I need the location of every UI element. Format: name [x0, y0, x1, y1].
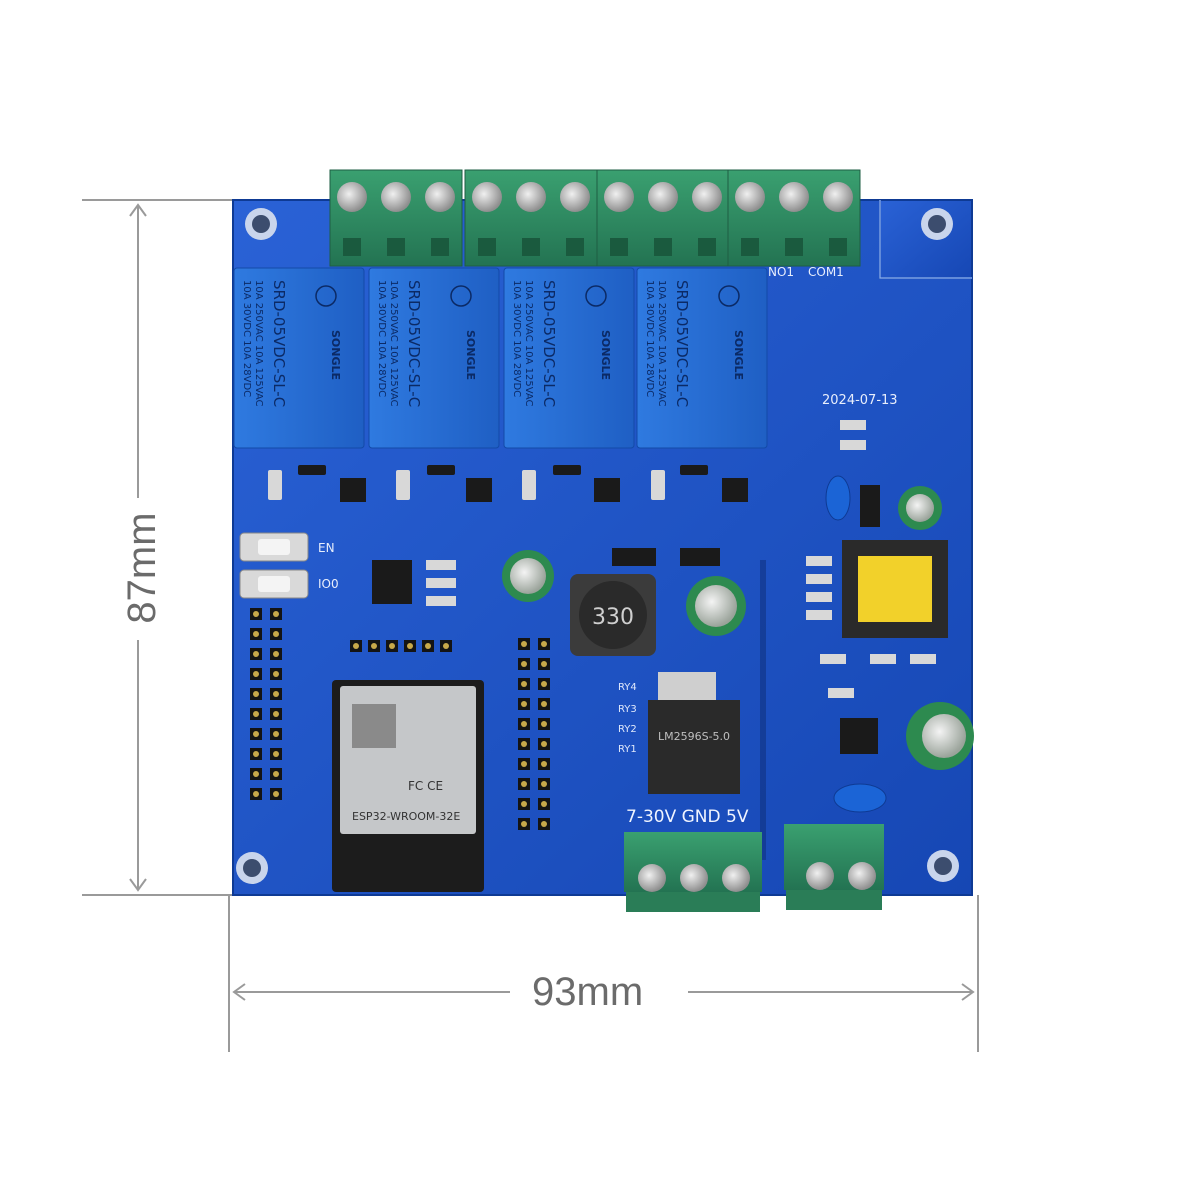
mounting-holes	[236, 208, 959, 884]
pin-label-ry3: RY3	[618, 704, 637, 715]
pin-label-ry2: RY2	[618, 724, 637, 735]
date-code: 2024-07-13	[822, 393, 898, 408]
relay-model: SRD-05VDC-SL-C	[673, 280, 691, 407]
fcc-mark: FC CE	[408, 779, 443, 793]
screw-terminal	[425, 182, 455, 212]
io0-label: IO0	[318, 577, 339, 591]
screw-terminal	[337, 182, 367, 212]
relay-brand: SONGLE	[732, 330, 745, 380]
screw-terminal	[604, 182, 634, 212]
power-inductor: 330	[570, 574, 656, 656]
power-terminal-blocks	[624, 824, 884, 912]
pin-label-ry1: RY1	[618, 744, 637, 755]
pin-headers	[250, 608, 550, 830]
terminal-label-com1: COM1	[808, 265, 844, 279]
screw-terminal	[779, 182, 809, 212]
relay-brand: SONGLE	[329, 330, 342, 380]
flyback-transformer	[842, 540, 948, 638]
inductor-code: 330	[592, 605, 634, 630]
relay-rating: 10A 30VDC 10A 28VDC	[644, 280, 655, 397]
relay-model: SRD-05VDC-SL-C	[405, 280, 423, 407]
relay-rating: 10A 250VAC 10A 125VAC	[253, 280, 264, 407]
width-dimension-label: 93mm	[520, 972, 656, 1012]
relay-brand: SONGLE	[599, 330, 612, 380]
terminal-block-4	[727, 169, 861, 267]
y-capacitor-2	[833, 783, 887, 813]
module-label: ESP32-WROOM-32E	[352, 810, 460, 823]
smd-components	[268, 465, 748, 502]
relay-model: SRD-05VDC-SL-C	[540, 280, 558, 407]
esp32-module: FC CE ESP32-WROOM-32E	[332, 680, 484, 892]
screw-terminal	[823, 182, 853, 212]
relay-model: SRD-05VDC-SL-C	[270, 280, 288, 407]
relay-terminal-blocks	[329, 169, 861, 267]
relay-rating: 10A 30VDC 10A 28VDC	[241, 280, 252, 397]
screw-terminal	[516, 182, 546, 212]
height-dimension-label: 87mm	[120, 498, 164, 638]
relay-rating: 10A 30VDC 10A 28VDC	[511, 280, 522, 397]
screw-terminal	[648, 182, 678, 212]
pin-label-ry4: RY4	[618, 682, 637, 693]
screw-terminal	[381, 182, 411, 212]
dimension-lines	[82, 199, 979, 1052]
push-buttons: EN IO0	[239, 532, 339, 599]
screw-terminal	[560, 182, 590, 212]
terminal-block-2	[464, 169, 598, 267]
diode-d8	[612, 548, 656, 566]
relay-rating: 10A 250VAC 10A 125VAC	[388, 280, 399, 407]
relay-rating: 10A 30VDC 10A 28VDC	[376, 280, 387, 397]
relay-brand: SONGLE	[464, 330, 477, 380]
screw-terminal	[692, 182, 722, 212]
power-label: 7-30V GND 5V	[626, 807, 749, 827]
terminal-block-3	[596, 169, 730, 267]
terminal-label-no1: NO1	[768, 265, 794, 279]
en-label: EN	[318, 541, 335, 555]
terminal-block-1	[329, 169, 463, 267]
relay-rating: 10A 250VAC 10A 125VAC	[656, 280, 667, 407]
electrolytic-capacitors	[502, 486, 974, 770]
regulator-code: LM2596S-5.0	[658, 730, 730, 743]
screw-terminal	[735, 182, 765, 212]
screw-terminal	[472, 182, 502, 212]
rectifier	[840, 718, 878, 754]
relay-rating: 10A 250VAC 10A 125VAC	[523, 280, 534, 407]
ldo-regulator	[372, 560, 412, 604]
diode-d7	[680, 548, 720, 566]
buck-converter-ic: LM2596S-5.0	[648, 672, 740, 794]
y-capacitor	[825, 475, 851, 521]
